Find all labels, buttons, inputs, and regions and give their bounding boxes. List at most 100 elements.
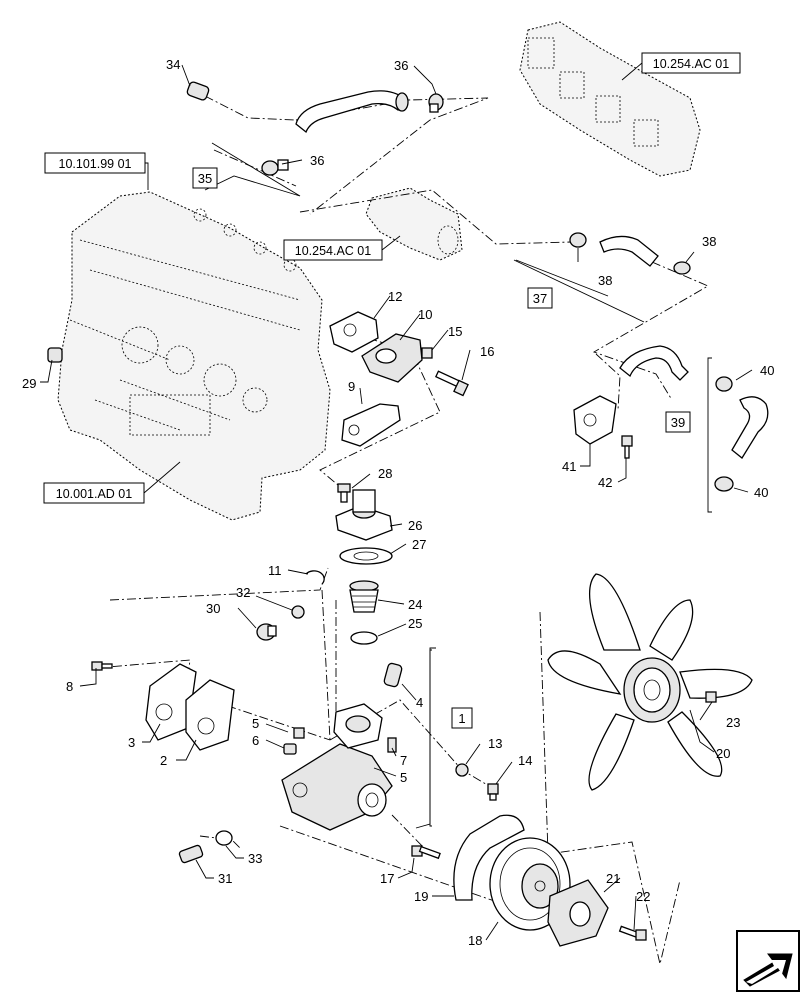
callout-36-top: 36 [394,58,408,73]
part-26-thermostat-cover [335,489,393,541]
part-12-gasket [329,311,379,353]
part-17-bolt [411,845,441,860]
callout-6: 6 [252,733,259,748]
callout-34: 34 [166,57,180,72]
callout-36-side: 36 [310,153,324,168]
part-32-washer [291,605,305,619]
part-40-hose [714,376,769,492]
engine-block-ghost [57,191,331,521]
next-page-button[interactable] [736,930,800,992]
part-13-washer [455,763,469,777]
ref-box-10-001-ad-01[interactable]: 10.001.AD 01 [43,461,181,504]
callout-28: 28 [378,466,392,481]
callout-15: 15 [448,324,462,339]
egr-cooler-ghost [365,187,463,261]
part-31-sensor [178,844,204,864]
callout-9: 9 [348,379,355,394]
part-6-plug [283,743,297,755]
svg-text:39: 39 [671,415,685,430]
part-33-washer [215,830,233,846]
callout-5-bottom: 5 [400,770,407,785]
callout-5-top: 5 [252,716,259,731]
ref-label: 10.254.AC 01 [653,57,729,71]
part-7-stud [387,737,397,753]
part-34-fitting [186,81,210,101]
ref-label: 10.254.AC 01 [295,244,371,258]
part-water-pump-body [281,703,393,831]
callout-29: 29 [22,376,36,391]
callout-41: 41 [562,459,576,474]
callout-4: 4 [416,695,423,710]
ref-label: 10.101.99 01 [59,157,132,171]
part-38-clamp-a [569,232,587,248]
ref-box-10-254-ac-01-mid[interactable]: 10.254.AC 01 [283,235,401,261]
part-4-fitting [383,662,403,688]
part-22-bolt [618,925,647,941]
part-21-spacer [547,879,609,947]
part-11-snap-ring [305,570,325,585]
boxed-callout-37: 37 [527,287,553,309]
callout-38-right: 38 [702,234,716,249]
callout-40-bottom: 40 [754,485,768,500]
callout-42: 42 [598,475,612,490]
callout-20: 20 [716,746,730,761]
callout-13: 13 [488,736,502,751]
exhaust-manifold-ghost [519,21,701,177]
ref-label: 10.001.AD 01 [56,487,132,501]
callout-10: 10 [418,307,432,322]
part-9-plate [341,403,401,447]
part-16-bolt [434,370,469,397]
part-8-bolt [91,661,113,671]
callout-17: 17 [380,871,394,886]
svg-text:35: 35 [198,171,212,186]
part-5-nut [293,727,305,739]
callout-24: 24 [408,597,422,612]
part-42-bolt [621,435,633,459]
ref-box-10-254-ac-01-top[interactable]: 10.254.AC 01 [621,52,741,81]
callout-26: 26 [408,518,422,533]
part-24-thermostat [349,580,379,613]
callout-2: 2 [160,753,167,768]
part-25-o-ring [350,631,378,645]
callout-25: 25 [408,616,422,631]
part-36-clamp-side [261,159,289,176]
boxed-callout-1: 1 [451,707,473,729]
callout-27: 27 [412,537,426,552]
part-27-gasket [339,547,393,565]
callout-14: 14 [518,753,532,768]
callout-7: 7 [400,753,407,768]
part-41-bracket [573,395,617,445]
boxed-callout-39: 39 [665,411,691,433]
part-lower-hose [619,345,689,381]
callout-numbers: 34 36 36 38 38 12 10 15 16 9 29 40 40 41… [22,57,774,948]
callout-11: 11 [268,563,282,578]
callout-40-top: 40 [760,363,774,378]
callout-30: 30 [206,601,220,616]
callout-12: 12 [388,289,402,304]
part-14-bolt [487,783,499,801]
boxed-callout-35: 35 [192,167,218,189]
part-15-bolt [421,347,433,359]
callout-33: 33 [248,851,262,866]
part-36-clamp-top [428,93,444,113]
callout-23: 23 [726,715,740,730]
part-20-fan [547,573,753,791]
callout-38-left: 38 [598,273,612,288]
part-top-hose [295,90,409,134]
callout-32: 32 [236,585,250,600]
ref-box-10-101-99-01[interactable]: 10.101.99 01 [44,152,149,190]
part-29-plug [47,347,63,363]
part-2-plate [185,679,235,751]
part-38-clamp-b [673,261,691,275]
group-brackets [204,142,712,827]
leader-lines [40,64,753,941]
callout-8: 8 [66,679,73,694]
part-23-bolt [705,691,717,703]
callout-19: 19 [414,889,428,904]
callout-31: 31 [218,871,232,886]
callout-21: 21 [606,871,620,886]
part-30-plug [256,623,277,641]
callout-22: 22 [636,889,650,904]
